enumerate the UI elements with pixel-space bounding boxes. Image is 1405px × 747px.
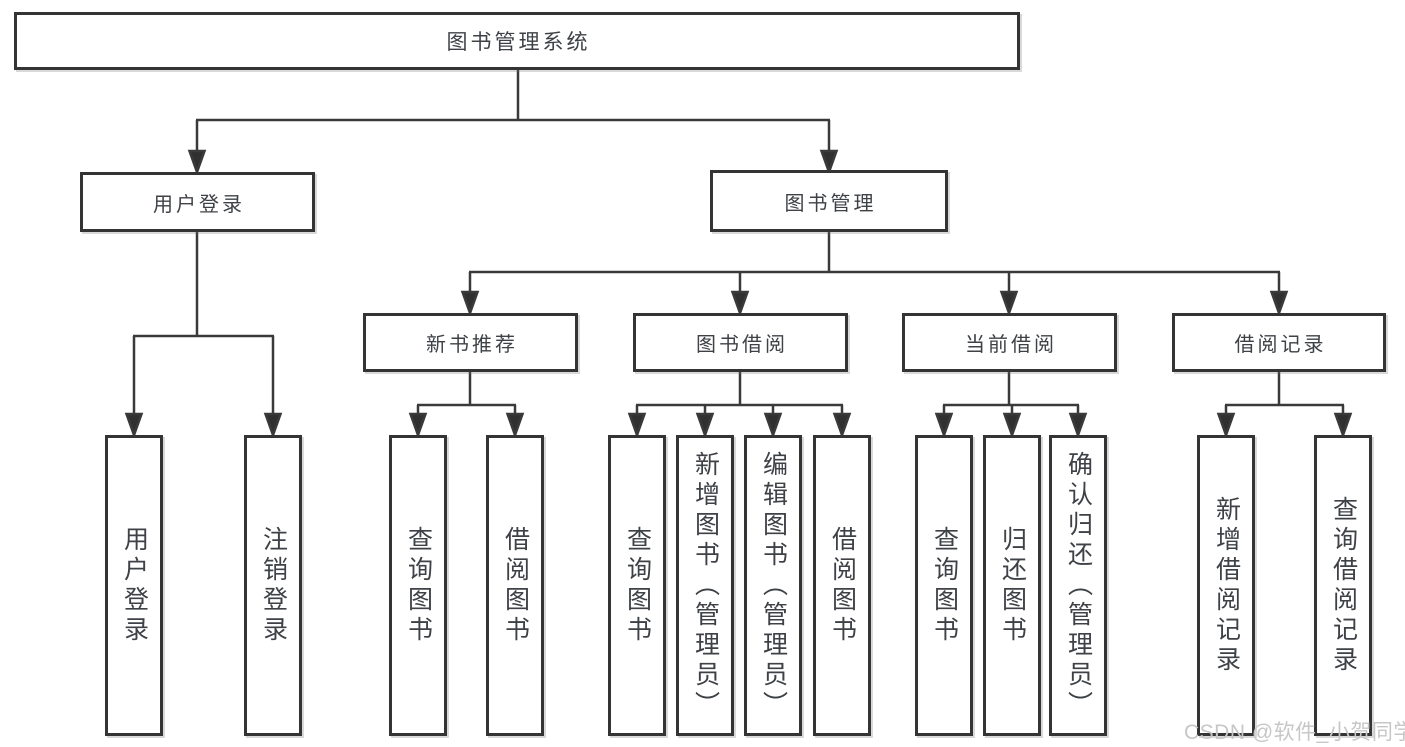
arrowhead-icon bbox=[408, 412, 428, 439]
arrowhead-icon bbox=[505, 412, 525, 439]
node-book-borrow: 图书借阅 bbox=[633, 313, 848, 372]
arrowhead-icon bbox=[832, 412, 852, 439]
leaf-user-login: 用户登录 bbox=[105, 435, 163, 736]
arrowhead-icon bbox=[124, 412, 144, 439]
leaf-borrow-books: 借阅图书 bbox=[813, 435, 871, 736]
node-borrow-record: 借阅记录 bbox=[1172, 313, 1386, 372]
arrowhead-icon bbox=[695, 412, 715, 439]
arrowhead-icon bbox=[763, 412, 783, 439]
arrowhead-icon bbox=[934, 412, 954, 439]
connector-book-borrow-to-leaves bbox=[627, 372, 852, 439]
leaf-query-borrow-record: 查询借阅记录 bbox=[1314, 435, 1372, 736]
leaf-return-books: 归还图书 bbox=[983, 435, 1041, 736]
connector-borrow-record-to-leaves bbox=[1216, 372, 1353, 439]
arrowhead-icon bbox=[1002, 412, 1022, 439]
connector-user-login-to-leaves bbox=[124, 232, 283, 439]
connector-root-to-level2 bbox=[187, 70, 839, 176]
arrowhead-icon bbox=[187, 149, 207, 176]
arrowhead-icon bbox=[1216, 412, 1236, 439]
arrowhead-icon bbox=[730, 290, 750, 317]
arrowhead-icon bbox=[999, 290, 1019, 317]
arrowhead-icon bbox=[1333, 412, 1353, 439]
leaf-borrow-books: 借阅图书 bbox=[486, 435, 544, 736]
arrowhead-icon bbox=[1269, 290, 1289, 317]
leaf-query-books: 查询图书 bbox=[389, 435, 447, 736]
leaf-logout: 注销登录 bbox=[244, 435, 302, 736]
node-new-book-recommend: 新书推荐 bbox=[363, 313, 578, 372]
leaf-add-books-admin: 新增图书（管理员） bbox=[676, 435, 734, 736]
node-library-management-system: 图书管理系统 bbox=[14, 12, 1020, 70]
node-book-management: 图书管理 bbox=[710, 170, 948, 232]
connector-current-borrow-to-leaves bbox=[934, 372, 1088, 439]
leaf-edit-books-admin: 编辑图书（管理员） bbox=[744, 435, 802, 736]
node-user-login: 用户登录 bbox=[80, 172, 315, 232]
node-current-borrow: 当前借阅 bbox=[902, 313, 1117, 372]
arrowhead-icon bbox=[819, 149, 839, 176]
arrowhead-icon bbox=[627, 412, 647, 439]
arrowhead-icon bbox=[1068, 412, 1088, 439]
leaf-add-borrow-record: 新增借阅记录 bbox=[1197, 435, 1255, 736]
arrowhead-icon bbox=[263, 412, 283, 439]
leaf-confirm-return-admin: 确认归还（管理员） bbox=[1049, 435, 1107, 736]
leaf-query-books: 查询图书 bbox=[608, 435, 666, 736]
connector-new-book-recommend-to-leaves bbox=[408, 372, 525, 439]
arrowhead-icon bbox=[460, 290, 480, 317]
leaf-query-books: 查询图书 bbox=[915, 435, 973, 736]
csdn-watermark: CSDN @软件_小贺同学 bbox=[1184, 721, 1405, 744]
connector-book-management-to-level3 bbox=[460, 232, 1289, 317]
